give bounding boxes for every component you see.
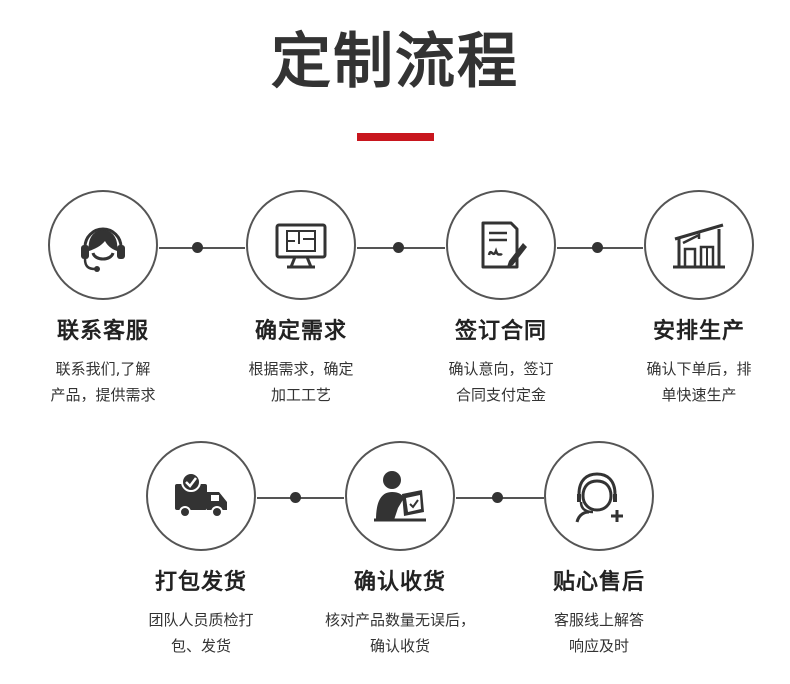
page-title: 定制流程 [271,27,519,97]
step-description: 确认下单后，排 单快速生产 [646,360,752,404]
factory-icon [667,213,731,277]
step-title: 签订合同 [454,319,547,344]
contract-sign-icon [469,213,533,277]
step-circle [246,190,356,300]
connector-dot [492,492,503,503]
step-circle [544,441,654,551]
step-description: 确认意向，签订 合同支付定金 [448,360,554,404]
step-circle [644,190,754,300]
step-title: 联系客服 [56,319,149,344]
step-description: 根据需求，确定 加工工艺 [248,360,354,404]
step-confirm-receipt: 确认收货 核对产品数量无误后， 确认收货 [310,441,490,659]
step-circle [146,441,256,551]
step-title: 贴心售后 [552,570,645,595]
step-title: 安排生产 [652,319,745,344]
step-description: 客服线上解答 响应及时 [553,611,644,655]
step-circle [446,190,556,300]
headset-icon [71,213,135,277]
step-sign-contract: 签订合同 确认意向，签订 合同支付定金 [411,190,591,408]
step-contact-service: 联系客服 联系我们,了解 产品，提供需求 [13,190,193,408]
connector-dot [290,492,301,503]
step-title: 确认收货 [353,570,446,595]
step-title: 确定需求 [254,319,347,344]
step-confirm-requirements: 确定需求 根据需求，确定 加工工艺 [211,190,391,408]
step-description: 核对产品数量无误后， 确认收货 [324,611,475,655]
floorplan-monitor-icon [269,213,333,277]
step-description: 团队人员质检打 包、发货 [148,611,254,655]
step-circle [48,190,158,300]
step-after-sales: 贴心售后 客服线上解答 响应及时 [509,441,689,659]
step-description: 联系我们,了解 产品，提供需求 [50,360,156,404]
step-title: 打包发货 [154,570,247,595]
receive-check-icon [368,464,432,528]
title-underline [357,133,434,141]
connector-dot [393,242,404,253]
step-arrange-production: 安排生产 确认下单后，排 单快速生产 [609,190,789,408]
delivery-truck-icon [169,464,233,528]
connector-dot [592,242,603,253]
step-circle [345,441,455,551]
connector-dot [192,242,203,253]
support-plus-icon [567,464,631,528]
step-pack-ship: 打包发货 团队人员质检打 包、发货 [111,441,291,659]
